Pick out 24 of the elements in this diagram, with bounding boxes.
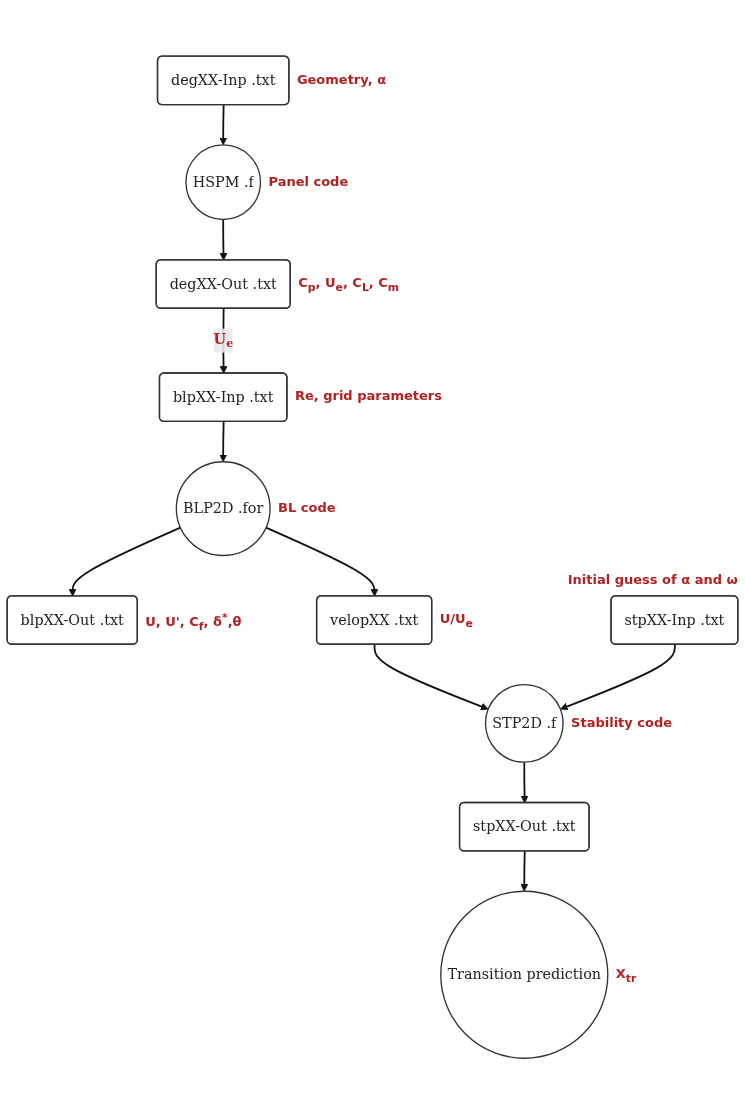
arrow [373, 644, 489, 711]
arrow [560, 644, 676, 711]
arrow [219, 421, 228, 463]
annotation-text: U/U$_{e}$ [439, 611, 473, 630]
annotation-text: BL code [278, 499, 336, 515]
node-circle: STP2D .f [484, 684, 564, 764]
arrow [520, 850, 529, 892]
arrow [265, 527, 379, 597]
node-circle: Transition prediction [440, 890, 609, 1060]
arrow [68, 527, 182, 597]
annotation-text: Geometry, α [296, 71, 387, 87]
arrow [520, 761, 529, 804]
annotation-text: C$_{p}$, U$_{e}$, C$_{L}$, C$_{m}$ [298, 275, 400, 294]
annotation-text: Stability code [571, 714, 673, 730]
node-circle: BLP2D .for [175, 461, 271, 557]
annotation-text: U, U', C$_{f}$, δ$^{*}$,θ [145, 611, 242, 634]
annotation-text: Panel code [268, 173, 349, 189]
annotation-text: Re, grid parameters [294, 388, 442, 404]
annotation-text: Initial guess of α and ω [567, 572, 738, 588]
annotation-text: X$_{tr}$ [615, 966, 637, 985]
arrow [219, 218, 228, 261]
arrow [219, 104, 228, 146]
node-circle: HSPM .f [185, 144, 262, 221]
edge-label: U$_{e}$ [213, 330, 234, 351]
